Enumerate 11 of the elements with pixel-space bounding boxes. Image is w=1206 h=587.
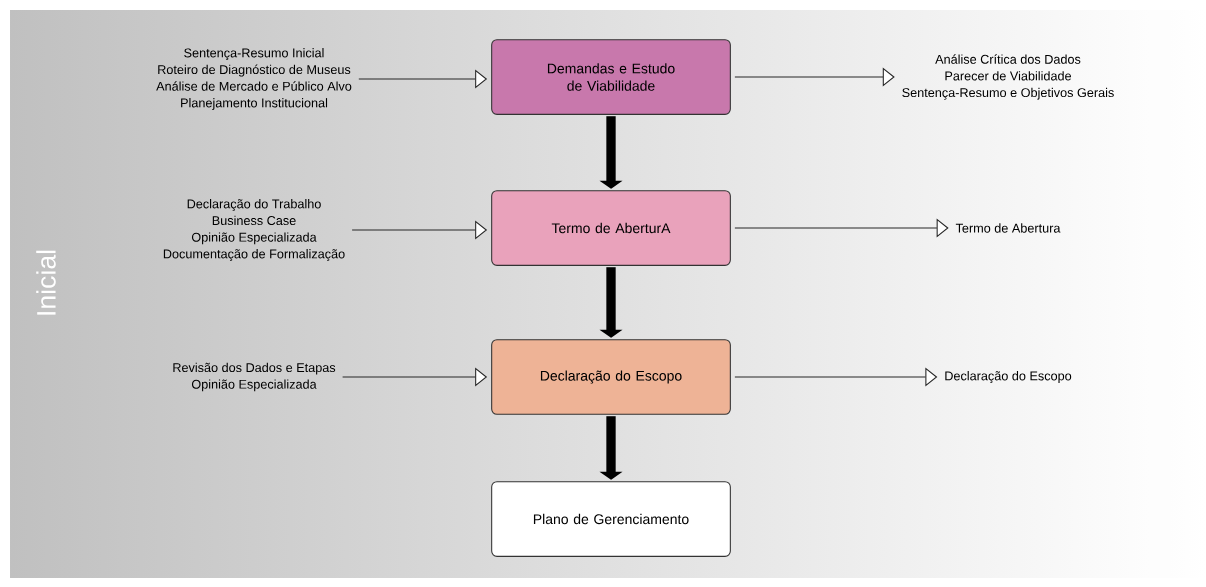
process-box: Declaração do Escopo (491, 339, 731, 415)
text-list: Declaração do Escopo (945, 371, 1072, 383)
section-label: Inicial (36, 250, 56, 315)
text-list: Revisão dos Dados e Etapas Opinião Especializada (173, 362, 336, 392)
text-list: Declaração do Trabalho Business Case Opinião Especializada Documentação de Formalização (163, 199, 345, 261)
process-box: Plano de Gerenciamento (491, 481, 731, 557)
text-list: Análise Crítica dos Dados Parecer de Viabilidade Sentença-Resumo e Objetivos Gerais (902, 54, 1114, 100)
text-list: Sentença-Resumo Inicial Roteiro de Diagnóstico de Museus Análise de Mercado e Público Alvo Planejamento Institucional (156, 48, 352, 110)
process-box: Termo de AberturA (491, 190, 731, 266)
text-list: Termo de Abertura (955, 223, 1061, 233)
process-box: Demandas e Estudo de Viabilidade (491, 39, 731, 115)
